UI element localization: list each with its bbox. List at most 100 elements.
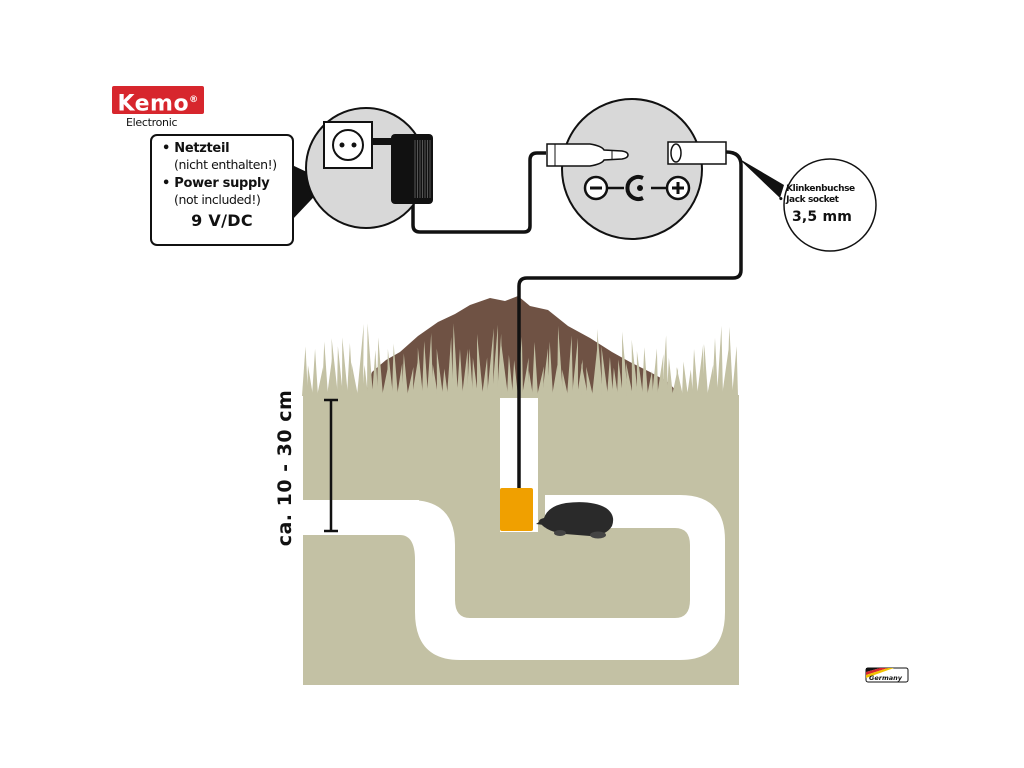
depth-bracket	[324, 398, 338, 533]
grass-blade	[612, 367, 618, 396]
jack-pointer	[738, 158, 784, 198]
grass-blade	[537, 366, 544, 396]
grass-blade	[342, 337, 348, 396]
mole	[536, 502, 614, 539]
logo-registered: ®	[189, 95, 199, 105]
grass-blade	[432, 364, 438, 396]
grass-blade	[327, 356, 333, 396]
jack-label-circle	[783, 158, 877, 252]
grass-blade	[647, 370, 653, 396]
grass-blade	[702, 344, 708, 396]
grass-blade	[447, 336, 453, 396]
logo-subtitle: Electronic	[126, 116, 178, 129]
grass-blade	[427, 333, 433, 396]
cable-adapter-to-plug	[411, 151, 546, 234]
germany-badge-text: Germany	[869, 674, 902, 682]
jack-label-size: 3,5 mm	[791, 209, 853, 225]
grass-blade	[322, 341, 328, 396]
jack-circle	[546, 98, 727, 240]
grass-blade	[617, 359, 623, 396]
grass-blade	[727, 326, 733, 396]
grass-blade	[542, 348, 548, 396]
grass-blade	[697, 344, 704, 396]
kemo-logo: Kemo®	[112, 86, 204, 117]
grass-blade	[357, 324, 364, 396]
grass-blade	[312, 348, 318, 396]
grass-blade	[672, 367, 679, 396]
grass-blade	[607, 357, 613, 396]
grass-blade	[402, 353, 408, 396]
grass-blade	[562, 369, 568, 396]
grass-blade	[436, 348, 443, 396]
grass-blade	[351, 362, 358, 396]
grass-blade	[692, 349, 698, 396]
grass-blade	[642, 347, 648, 396]
grass-blade	[507, 354, 513, 396]
grass-blade	[487, 328, 494, 396]
ps-en-note: (not included!)	[174, 192, 261, 207]
grass-blade	[512, 360, 518, 396]
grass-blade	[302, 346, 308, 396]
grass-blade	[367, 323, 373, 396]
jack-label: • Klinkenbuchse • Jack socket 3,5 mm	[778, 184, 866, 225]
adapter-body	[391, 134, 433, 204]
grass-blade	[307, 365, 313, 396]
grass-blade	[597, 328, 603, 396]
grass-blade	[442, 368, 448, 396]
depth-label: ca. 10 - 30 cm	[274, 389, 296, 547]
grass-blade	[492, 324, 498, 396]
grass-blade	[417, 347, 423, 396]
jack-label-en: • Jack socket	[778, 195, 839, 205]
grass-blade	[472, 357, 478, 396]
ps-de-title: • Netzteil	[162, 141, 230, 156]
grass-blade	[501, 343, 508, 396]
grass-blade	[687, 369, 693, 396]
grass-blade	[392, 343, 398, 396]
grass-blade	[676, 366, 683, 396]
grass-blade	[522, 357, 529, 396]
grass-blade	[717, 325, 723, 396]
cable-socket-to-device	[517, 150, 743, 492]
grass-blade	[732, 346, 738, 396]
grass-blade	[586, 366, 593, 396]
grass-blade	[477, 333, 483, 396]
ps-de-note: (nicht enthalten!)	[174, 157, 277, 172]
grass-blade	[712, 337, 718, 396]
grass-blade	[482, 357, 488, 396]
grass-blade	[567, 335, 573, 396]
grass-blade	[662, 335, 668, 396]
grass-blade	[592, 344, 598, 396]
cables	[411, 150, 743, 492]
grass-blade	[362, 364, 368, 396]
germany-flag-badge	[865, 667, 909, 683]
logo-brand: Kemo	[117, 91, 190, 117]
grass-blade	[657, 354, 664, 396]
grass-blade	[457, 349, 463, 396]
grass-blade	[317, 367, 324, 396]
grass-blade	[722, 348, 729, 396]
jack-plug	[546, 143, 629, 167]
grass-blade	[557, 326, 563, 396]
grass-blade	[397, 363, 403, 396]
grass-blade	[572, 337, 578, 396]
grass-blade	[581, 362, 588, 396]
grass	[302, 323, 738, 396]
grass-blade	[387, 348, 393, 396]
grass-blade	[682, 361, 688, 396]
power-supply-callout: • Netzteil (nicht enthalten!) • Power su…	[150, 134, 294, 246]
grass-blade	[527, 370, 533, 396]
grass-blade	[422, 340, 428, 396]
ps-en-title: • Power supply	[162, 176, 270, 191]
grass-blade	[552, 364, 558, 396]
grass-blade	[601, 346, 608, 396]
jack-socket	[667, 141, 727, 165]
grass-blade	[452, 323, 458, 396]
jack-label-de: • Klinkenbuchse	[778, 184, 855, 194]
molehill	[365, 296, 680, 395]
grass-blade	[547, 341, 553, 396]
grass-blade	[467, 348, 473, 396]
grass-blade	[532, 341, 538, 396]
grass-blade	[412, 359, 419, 396]
grass-blade	[337, 346, 343, 396]
